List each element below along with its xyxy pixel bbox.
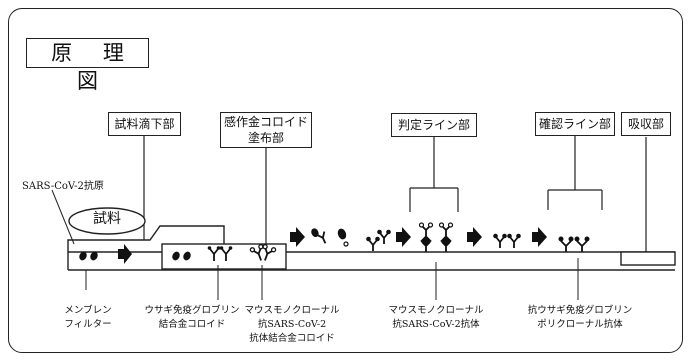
page-title: 原 理 図 <box>26 38 149 93</box>
absorbent-pad <box>620 251 676 266</box>
label-mouse-mono-gold: マウスモノクローナル 抗SARS-CoV-2 抗体結合金コロイド <box>244 305 340 344</box>
antigen-label: SARS-CoV-2抗原 <box>22 181 104 192</box>
free-conjugates <box>493 233 521 248</box>
flow-arrow-5 <box>532 227 547 247</box>
section-absorbent: 吸収部 <box>621 112 671 136</box>
label-anti-rabbit-poly: 抗ウサギ免疫グロブリン ポリクローナル抗体 <box>527 305 633 330</box>
flow-arrow-2 <box>290 227 305 247</box>
flow-arrow-1 <box>118 244 132 264</box>
diagram-frame <box>8 8 683 353</box>
section-sample-drop: 試料滴下部 <box>108 112 181 136</box>
sample-label: 試料 <box>93 211 121 227</box>
label-rabbit-igg-gold: ウサギ免疫グロブリン 結合金コロイド <box>144 305 240 330</box>
section-conjugate-line2: 塗布部 <box>247 131 284 145</box>
sample-pad <box>67 225 225 252</box>
conjugate-antigens <box>172 251 191 261</box>
control-line-capture <box>558 236 590 252</box>
section-conjugate-line1: 感作金コロイド <box>223 115 308 129</box>
membrane-strip <box>67 251 675 271</box>
antigen-particles <box>79 251 98 261</box>
migrating-complexes <box>311 228 391 251</box>
flow-arrow-4 <box>467 227 482 247</box>
sample-ellipse <box>68 207 146 235</box>
section-control-line: 確認ライン部 <box>535 112 615 136</box>
flow-arrow-3 <box>396 227 411 247</box>
label-mouse-mono-ab: マウスモノクローナル 抗SARS-CoV-2抗体 <box>388 305 484 330</box>
section-conjugate: 感作金コロイド 塗布部 <box>220 112 312 148</box>
label-membrane: メンブレン フィルター <box>64 305 112 330</box>
test-line-sandwich <box>418 222 454 252</box>
section-test-line: 判定ライン部 <box>391 113 477 137</box>
